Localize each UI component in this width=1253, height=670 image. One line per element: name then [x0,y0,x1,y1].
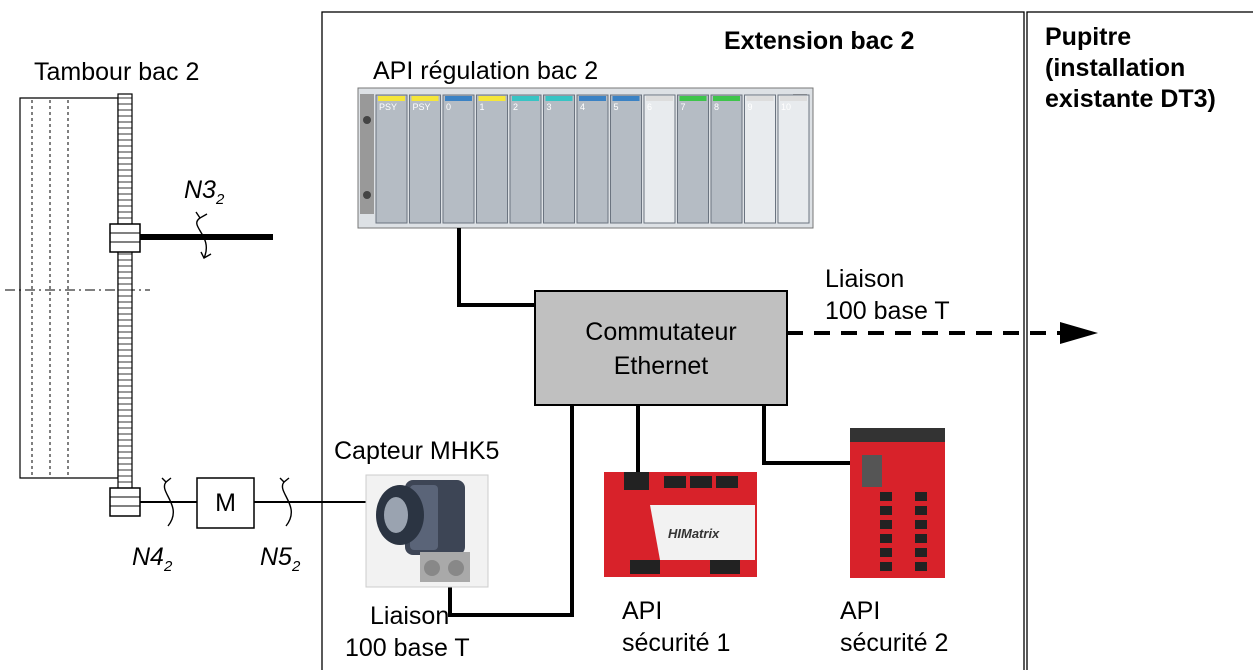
rack-module-label: 3 [547,102,552,112]
rack-module-stripe [445,96,472,101]
api-securite-2 [850,428,945,578]
rack-module [442,94,475,224]
rack-module-label: 6 [647,102,652,112]
api-regulation-label: API régulation bac 2 [373,57,599,85]
rack-module-label: 1 [480,102,485,112]
n4-text: N4 [132,543,164,571]
api-securite2-line2: sécurité 2 [840,629,949,657]
rack-module-stripe [545,96,573,101]
pupitre-box [1026,11,1253,670]
rotation-arrow-n3 [195,211,212,259]
rack-module-label: 4 [580,102,585,112]
rack-module [710,94,743,224]
cable-switch-api2 [762,405,862,465]
n3-text: N3 [184,176,216,204]
rack-module-stripe [512,96,539,101]
rack-module-stripe [478,96,506,101]
drum [5,97,150,479]
rack-module-label: 5 [614,102,619,112]
rack-module [677,94,709,224]
switch-box [534,290,788,406]
rack-module-label: PSY [379,102,397,112]
motor-label: M [215,489,236,517]
pupitre-title: Pupitre (installation existante DT3) [1045,23,1216,113]
pinion-top [109,223,141,253]
rack-module [509,94,542,224]
rack-module-label: 10 [781,102,791,112]
switch-label-line2: Ethernet [613,352,709,380]
extension-box [321,11,1025,670]
liaison-bottom-line1: Liaison [370,602,450,630]
motor-box [196,477,255,529]
rack-module-label: 7 [681,102,686,112]
rack-module-label: PSY [413,102,431,112]
rack-module [777,94,810,224]
cable-capteur-switch [448,405,574,617]
rack-module [476,94,508,224]
rack-module [610,94,642,224]
n4-subscript: 2 [163,558,173,575]
rack-module-stripe [713,96,740,101]
rack-module-label: 2 [513,102,518,112]
rack-module-stripe [378,96,405,101]
n5-label: N52 [260,543,300,581]
rotation-arrow-n4 [161,477,174,527]
liaison-top-line2: 100 base T [825,297,950,325]
rack-module-label: 9 [748,102,753,112]
n5-subscript: 2 [291,558,301,575]
tambour-label: Tambour bac 2 [34,58,200,86]
rack-module-label: 0 [446,102,451,112]
rack-module [543,94,575,224]
gear-rack [117,93,133,515]
rotation-arrow-n5 [279,477,292,527]
rack-module [375,94,408,224]
svg-text:HIMatrix: HIMatrix [668,526,720,541]
capteur-label: Capteur MHK5 [334,437,500,465]
rack-module [643,94,676,224]
api-securite2-line1: API [840,597,881,625]
liaison-top-line1: Liaison [825,265,905,293]
pinion-bottom [109,487,141,517]
api-securite1-line1: API [622,597,663,625]
capteur-sensor [365,474,489,588]
rack-module-stripe [780,96,807,101]
liaison-bottom-line2: 100 base T [345,634,470,662]
plc-rack: PSY PSY 0 1 2 3 4 5 6 7 8 9 10 [357,87,814,229]
cable-plc-switch [457,228,535,307]
api-securite-1: HIMatrix [604,472,757,577]
rack-module-label: 8 [714,102,719,112]
rack-module-stripe [612,96,640,101]
n3-subscript: 2 [215,191,225,208]
rack-module [744,94,776,224]
arrow-head [1060,322,1098,344]
rack-module [409,94,441,224]
n5-text: N5 [260,543,292,571]
rack-module [576,94,609,224]
n4-label: N42 [132,543,172,581]
rack-module-stripe [411,96,439,101]
api-securite1-line2: sécurité 1 [622,629,731,657]
rack-module-stripe [579,96,606,101]
n3-label: N32 [184,176,224,214]
extension-title: Extension bac 2 [724,27,915,55]
rack-module-stripe [746,96,774,101]
switch-label-line1: Commutateur [585,318,737,346]
rack-module-stripe [646,96,673,101]
rack-module-stripe [679,96,707,101]
